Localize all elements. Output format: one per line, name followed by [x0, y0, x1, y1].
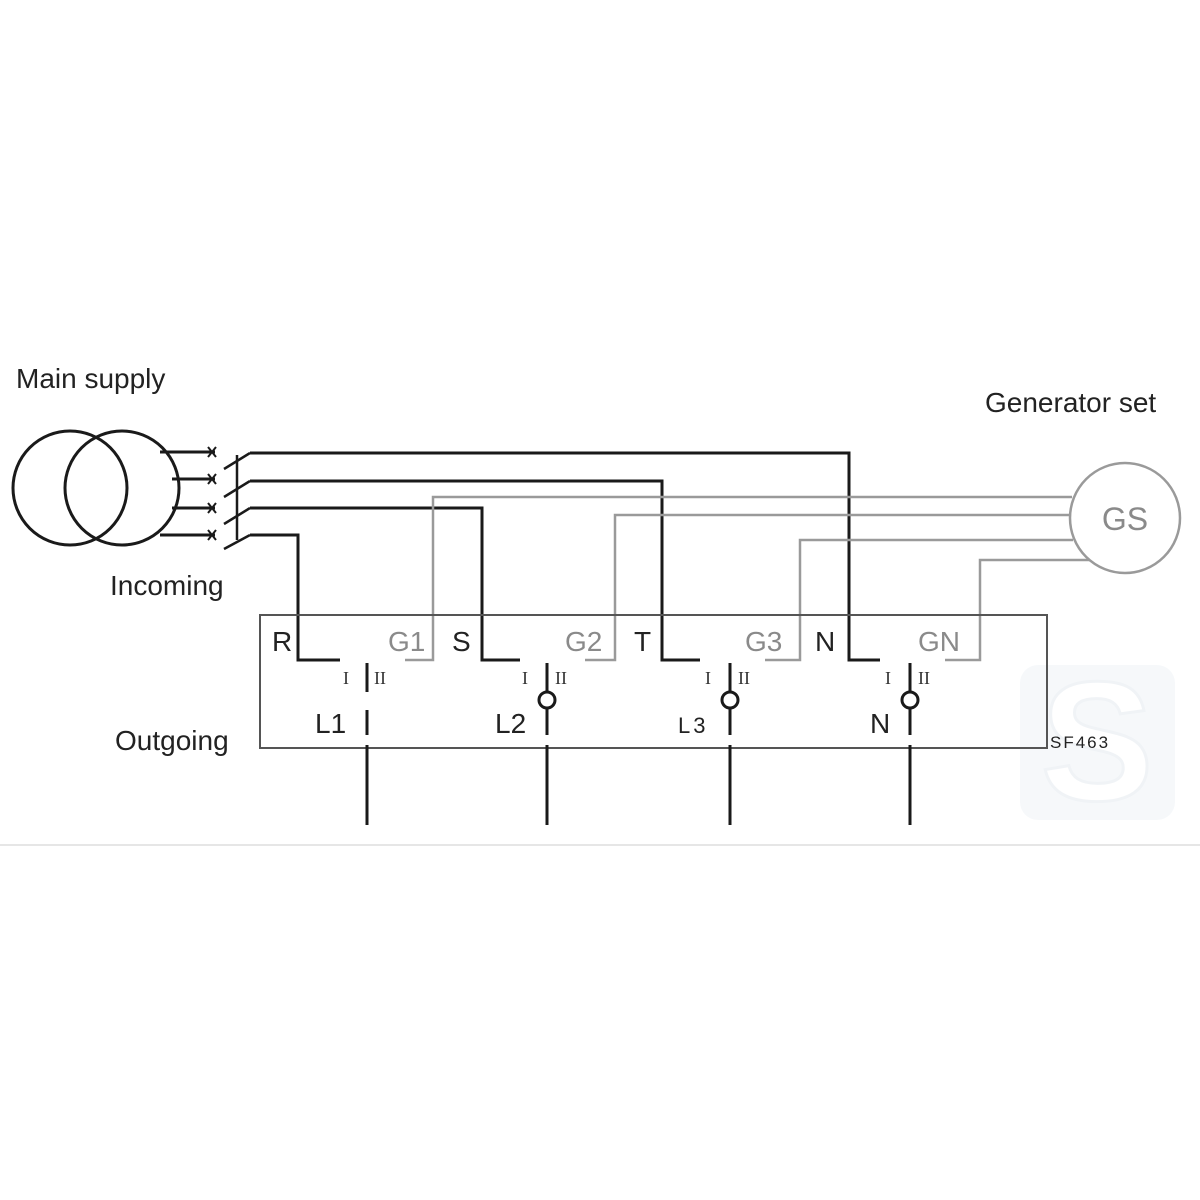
svg-text:R: R	[272, 626, 292, 657]
model-label: SF463	[1050, 733, 1110, 752]
svg-text:I: I	[705, 668, 711, 688]
svg-text:II: II	[555, 668, 567, 688]
svg-text:II: II	[374, 668, 386, 688]
svg-text:I: I	[885, 668, 891, 688]
watermark-logo: S	[1020, 646, 1175, 839]
transformer-symbol	[11, 429, 217, 547]
svg-text:S: S	[1040, 647, 1153, 837]
generator-wires	[405, 495, 1090, 662]
generator-set-label: Generator set	[985, 387, 1156, 418]
pole-2: S G2 L2 I II	[452, 626, 602, 825]
incoming-breaker	[223, 451, 251, 551]
svg-text:N: N	[815, 626, 835, 657]
outgoing-label: Outgoing	[115, 725, 229, 756]
svg-text:GN: GN	[918, 626, 960, 657]
svg-text:I: I	[343, 668, 349, 688]
incoming-label: Incoming	[110, 570, 224, 601]
svg-text:S: S	[452, 626, 471, 657]
svg-text:T: T	[634, 626, 651, 657]
svg-text:II: II	[738, 668, 750, 688]
transfer-switch-box	[259, 614, 1048, 749]
svg-text:II: II	[918, 668, 930, 688]
pole-1: R G1 L1 I II	[272, 626, 425, 825]
main-supply-label: Main supply	[16, 363, 165, 394]
pole-neutral: N GN N I II	[815, 626, 960, 825]
svg-text:G3: G3	[745, 626, 782, 657]
svg-text:L2: L2	[495, 708, 526, 739]
pole-3: T G3 L3 I II	[634, 626, 782, 825]
svg-text:G1: G1	[388, 626, 425, 657]
generator-symbol: GS	[1068, 461, 1182, 575]
svg-text:L3: L3	[678, 713, 708, 738]
svg-text:G2: G2	[565, 626, 602, 657]
svg-text:I: I	[522, 668, 528, 688]
svg-text:L1: L1	[315, 708, 346, 739]
mains-wires	[250, 451, 880, 662]
svg-text:GS: GS	[1102, 501, 1148, 537]
svg-text:N: N	[870, 708, 890, 739]
